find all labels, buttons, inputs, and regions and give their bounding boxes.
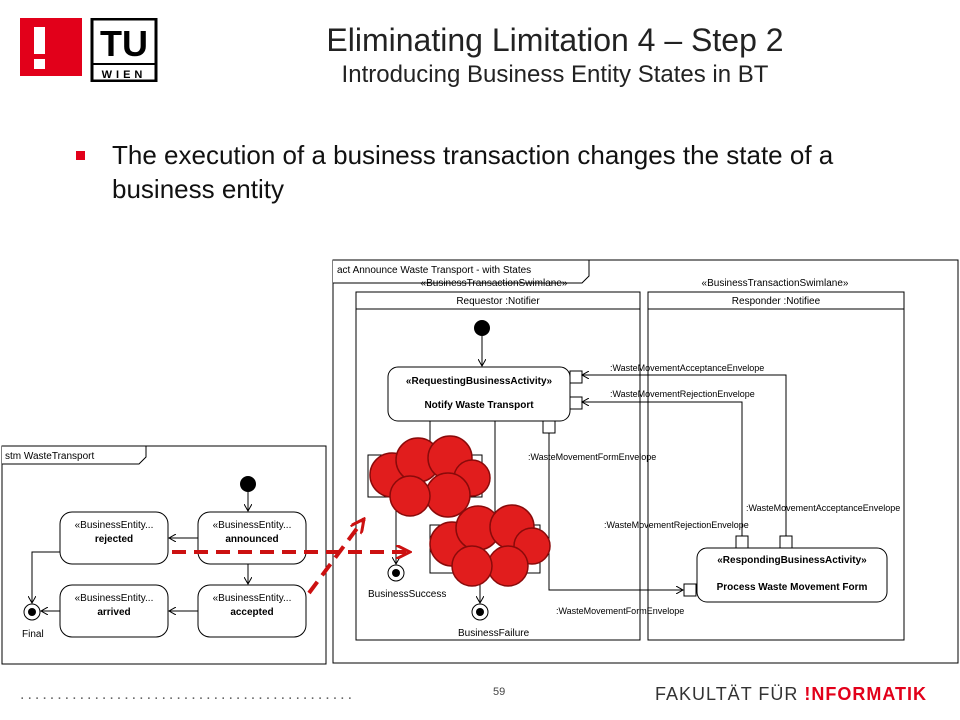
logo-tu-text: TU xyxy=(100,23,148,64)
requesting-activity-name: Notify Waste Transport xyxy=(424,400,534,411)
tu-wien-logo: TU WIEN xyxy=(90,17,158,83)
pin-form-out xyxy=(542,420,556,434)
red-cloud-lower xyxy=(429,504,551,587)
swimlane-requestor xyxy=(355,291,641,641)
pin-reject-in xyxy=(569,396,583,410)
title-block: Eliminating Limitation 4 – Step 2 Introd… xyxy=(180,20,930,90)
activity-initial-node xyxy=(474,320,490,336)
swimlane-responder xyxy=(647,291,905,641)
bullet-text: The execution of a business transaction … xyxy=(112,140,834,204)
faculty-brand: FAKULTÄT FÜR !NFORMATIK xyxy=(655,684,927,705)
business-success-label: BusinessSuccess xyxy=(368,589,446,600)
pin-form-in xyxy=(683,583,697,597)
envelope-form-label-1: :WasteMovementFormEnvelope xyxy=(528,452,656,462)
state-machine-diagram: stm WasteTransport «BusinessEntity... re… xyxy=(1,445,327,665)
footer-dots: ........................................… xyxy=(20,686,356,703)
stm-frame-label: stm WasteTransport xyxy=(5,451,94,462)
state-rejected-stereotype: «BusinessEntity... xyxy=(75,520,154,531)
envelope-form-label-2: :WasteMovementFormEnvelope xyxy=(556,606,684,616)
activity-diagram: act Announce Waste Transport - with Stat… xyxy=(332,259,959,664)
responding-activity-stereotype: «RespondingBusinessActivity» xyxy=(717,555,867,566)
pin-reject-out xyxy=(735,535,749,549)
requesting-activity-stereotype: «RequestingBusinessActivity» xyxy=(406,376,553,387)
stm-frame-tab xyxy=(2,445,147,465)
envelope-reject-label-1: :WasteMovementRejectionEnvelope xyxy=(610,389,755,399)
state-announced-name: announced xyxy=(225,534,278,545)
business-failure-label: BusinessFailure xyxy=(458,628,530,639)
logo-exclamation xyxy=(20,18,82,76)
slide-title: Eliminating Limitation 4 – Step 2 xyxy=(326,22,784,58)
state-accepted-name: accepted xyxy=(230,607,273,618)
stm-final-label: Final xyxy=(22,629,44,640)
red-cloud-upper xyxy=(369,435,491,518)
faculty-label: FAKULTÄT FÜR xyxy=(655,684,805,704)
page-number: 59 xyxy=(493,686,506,698)
responding-activity-name: Process Waste Movement Form xyxy=(717,582,868,593)
lane-requestor-label: Requestor :Notifier xyxy=(456,296,540,307)
swimlane-left-stereotype: «BusinessTransactionSwimlane» xyxy=(421,278,568,289)
state-rejected-name: rejected xyxy=(95,534,133,545)
lane-responder-label: Responder :Notifiee xyxy=(732,296,821,307)
state-announced-stereotype: «BusinessEntity... xyxy=(213,520,292,531)
stm-initial-node xyxy=(240,476,256,492)
slide-subtitle: Introducing Business Entity States in BT xyxy=(341,61,769,88)
activity-frame-label: act Announce Waste Transport - with Stat… xyxy=(337,265,531,276)
activity-frame-tab xyxy=(333,259,590,284)
envelope-accept-label-2: :WasteMovementAcceptanceEnvelope xyxy=(746,503,900,513)
mapping-arrow-to-accepted xyxy=(307,519,364,595)
pin-accept-out xyxy=(779,535,793,549)
envelope-accept-label-1: :WasteMovementAcceptanceEnvelope xyxy=(610,363,764,373)
state-arrived-stereotype: «BusinessEntity... xyxy=(75,593,154,604)
bullet-square-icon xyxy=(76,151,85,160)
swimlane-right-stereotype: «BusinessTransactionSwimlane» xyxy=(702,278,849,289)
pin-accept-in xyxy=(569,370,583,384)
informatik-label: !NFORMATIK xyxy=(804,684,927,704)
state-arrived-name: arrived xyxy=(97,607,130,618)
logo-wien-text: WIEN xyxy=(102,69,147,81)
requesting-activity xyxy=(387,366,571,422)
envelope-reject-label-2: :WasteMovementRejectionEnvelope xyxy=(604,520,749,530)
state-accepted-stereotype: «BusinessEntity... xyxy=(213,593,292,604)
